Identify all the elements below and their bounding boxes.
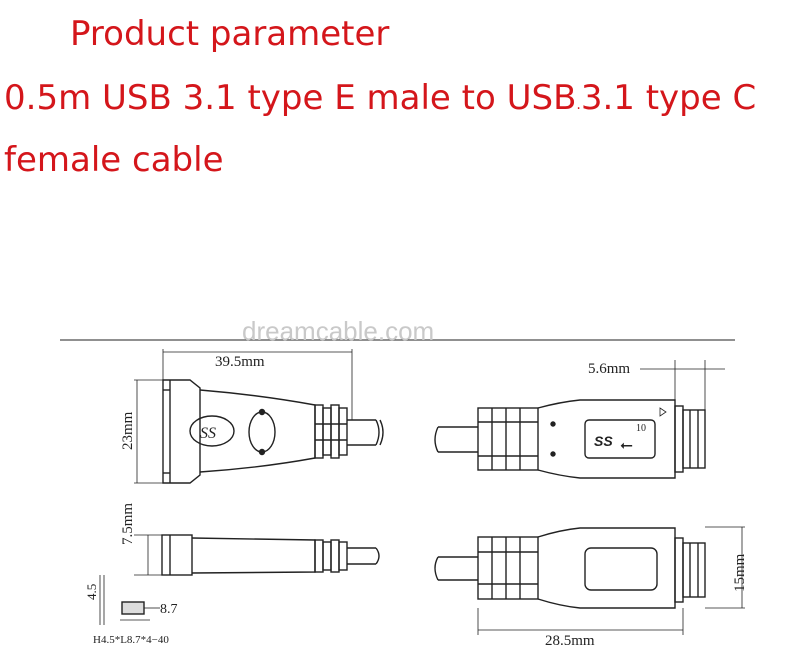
- page-title: Product parameter: [70, 14, 390, 54]
- ss-logo-left: SS: [200, 425, 216, 442]
- type-c-side-view: [434, 526, 745, 635]
- wire-spec-drawing: [99, 575, 160, 625]
- type-e-top-view: [134, 349, 384, 484]
- usb-trident-icon: ⭠: [620, 435, 633, 454]
- product-name-part-1: 0.5m USB 3.1 type E male to USB: [4, 78, 577, 118]
- product-name-part-2: 3.1 type C: [580, 78, 757, 118]
- dim-wire-87: 8.7: [160, 602, 178, 617]
- dim-right-height: 15mm: [732, 553, 748, 592]
- product-name-line-2: female cable: [4, 140, 224, 180]
- dim-right-tip: 5.6mm: [588, 361, 630, 377]
- type-c-top-view: [434, 360, 725, 479]
- product-name-dot: .: [576, 97, 581, 113]
- dim-left-thickness: 7.5mm: [120, 503, 136, 545]
- type-e-side-view: [134, 534, 380, 576]
- dim-wire-45: 4.5: [84, 584, 99, 600]
- ss-logo-right: SS: [594, 433, 613, 449]
- ss-number: 10: [636, 423, 646, 434]
- dim-wire-spec: H4.5*L8.7*4−40: [93, 634, 169, 646]
- dim-left-height: 23mm: [120, 411, 136, 450]
- watermark: dreamcable.com: [242, 316, 434, 346]
- dim-right-length: 28.5mm: [545, 633, 595, 649]
- product-name-line-1: 0.5m USB 3.1 type E male to USB.3.1 type…: [4, 78, 756, 118]
- dim-left-length: 39.5mm: [215, 354, 265, 370]
